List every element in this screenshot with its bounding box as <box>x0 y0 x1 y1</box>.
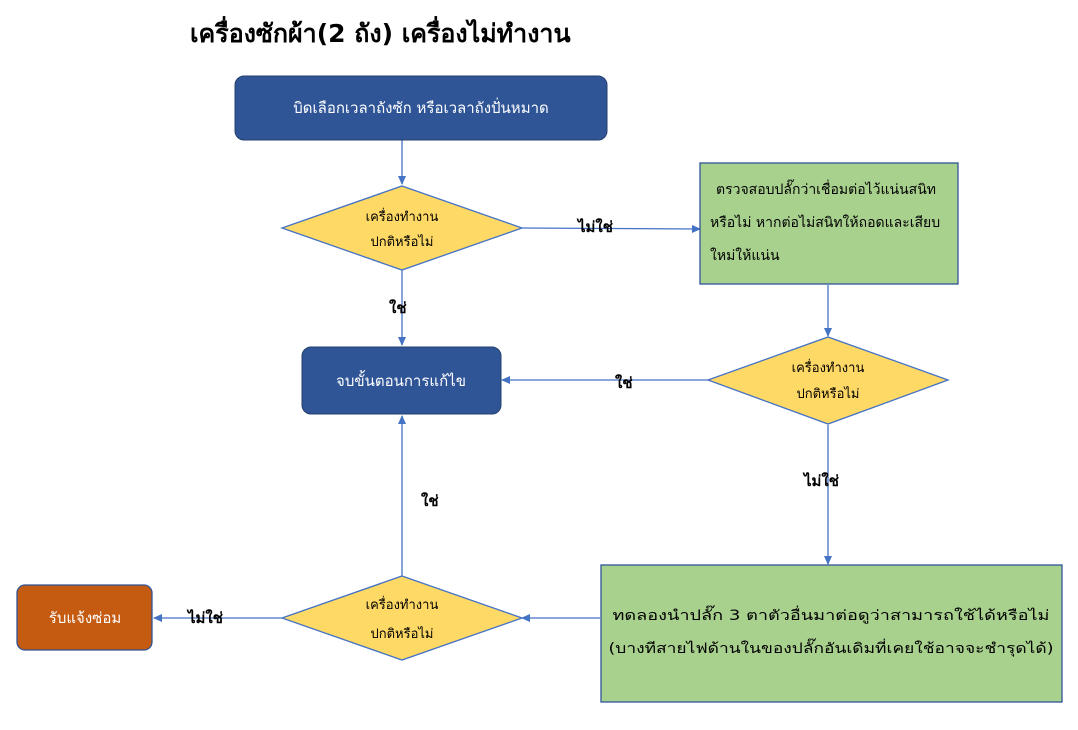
repair-node: รับแจ้งซ่อม <box>16 584 153 651</box>
edge-label-d3-yes: ใช่ <box>421 492 439 510</box>
page-title: เครื่องซักผ้า(2 ถัง) เครื่องไม่ทำงาน <box>190 16 571 48</box>
end-node: จบขั้นตอนการแก้ไข <box>301 346 502 415</box>
try-other-outlet-node: ทดลองนำปลั๊ก 3 ตาตัวอื่นมาต่อดูว่าสามารถ… <box>600 564 1063 703</box>
connectors <box>153 140 832 622</box>
check-plug-line-3: ใหม่ให้แน่น <box>710 247 780 264</box>
edge-label-d2-yes: ใช่ <box>615 374 633 392</box>
edge-label-d1-yes: ใช่ <box>389 299 407 317</box>
decision-3-label-line-1: เครื่องทำงาน <box>366 596 439 613</box>
decision-node-1: เครื่องทำงาน ปกติหรือไม่ <box>280 185 524 271</box>
start-node: บิดเลือกเวลาถังซัก หรือเวลาถังปั่นหมาด <box>234 75 608 141</box>
decision-1-label-line-2: ปกติหรือไม่ <box>370 234 433 250</box>
decision-3-label-line-2: ปกติหรือไม่ <box>370 626 433 642</box>
edge-label-d2-no: ไม่ใช่ <box>802 471 839 490</box>
check-plug-line-2: หรือไม่ หากต่อไม่สนิทให้ถอดและเสียบ <box>710 214 940 231</box>
decision-node-3: เครื่องทำงาน ปกติหรือไม่ <box>280 575 524 661</box>
try-outlet-line-1: ทดลองนำปลั๊ก 3 ตาตัวอื่นมาต่อดูว่าสามารถ… <box>613 605 1050 624</box>
check-plug-line-1: ตรวจสอบปลั๊กว่าเชื่อมต่อไว้แน่นสนิท <box>716 179 936 198</box>
repair-node-label: รับแจ้งซ่อม <box>49 609 121 627</box>
end-node-label: จบขั้นตอนการแก้ไข <box>336 370 466 390</box>
edge-label-d1-no: ไม่ใช่ <box>576 217 613 236</box>
try-outlet-line-2: (บางทีสายไฟด้านในของปลั๊กอันเดิมที่เคยใช… <box>609 638 1054 657</box>
decision-1-label-line-1: เครื่องทำงาน <box>366 208 439 225</box>
decision-2-label-line-1: เครื่องทำงาน <box>792 359 865 376</box>
decision-2-label-line-2: ปกติหรือไม่ <box>796 386 859 402</box>
decision-node-2: เครื่องทำงาน ปกติหรือไม่ <box>706 336 950 425</box>
start-node-label: บิดเลือกเวลาถังซัก หรือเวลาถังปั่นหมาด <box>293 97 549 117</box>
edge-label-d3-no: ไม่ใช่ <box>186 608 223 627</box>
check-plug-node: ตรวจสอบปลั๊กว่าเชื่อมต่อไว้แน่นสนิท หรือ… <box>699 162 959 285</box>
arrow-decision-1-to-check-plug <box>521 224 701 233</box>
